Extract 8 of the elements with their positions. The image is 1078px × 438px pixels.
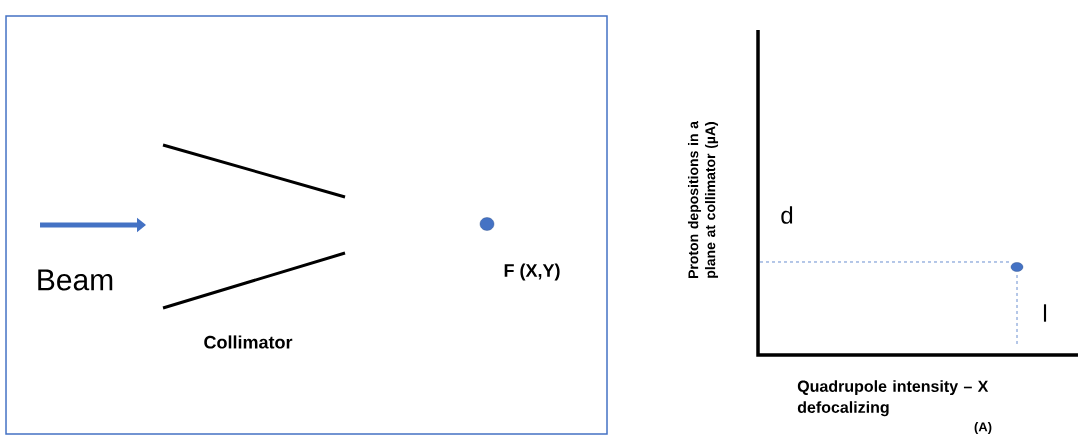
part-label: Collimator	[204, 335, 293, 349]
axis-title: Proton depositions in a plane at collimator (µA)	[688, 120, 719, 278]
panel-label: (A)	[974, 421, 992, 435]
axis-title: Quadrupole intensity – X defocalizing	[797, 380, 989, 417]
beam-label: Beam	[38, 269, 113, 291]
value-label: d	[781, 206, 793, 224]
value-label: l	[1043, 304, 1047, 322]
point-label: F (X,Y)	[504, 263, 560, 281]
